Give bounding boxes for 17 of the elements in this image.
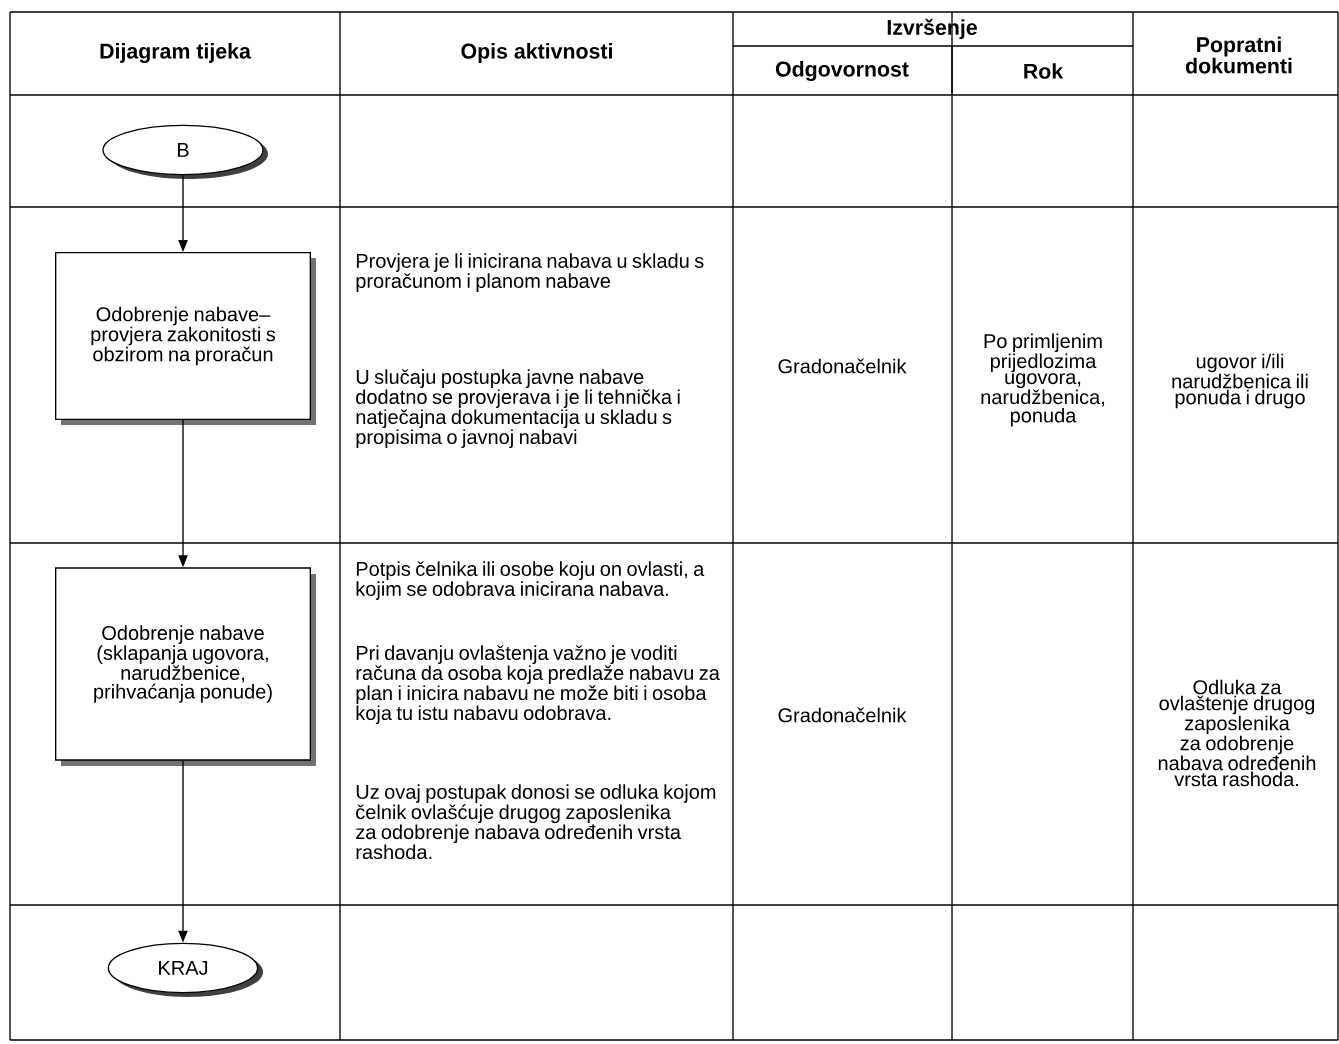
column-header: Odgovornost — [775, 61, 909, 81]
process-box: Odobrenje nabave–provjera zakonitosti s obzirom na proračun — [55, 252, 316, 425]
column-header: Rok — [1024, 63, 1064, 79]
table-text: Gradonačelnik — [778, 358, 907, 374]
process-box: Odobrenje nabave (sklapanja ugovora, narudžbenice, prihvaćanja ponude) — [55, 567, 316, 766]
table-text: Potpis čelnika ili osobe koju on ovlasti, a kojim se odobrava inicirana nabava. — [356, 561, 705, 600]
table-text: Pri davanju ovlaštenja važno je voditi računa da osoba koja predlaže nabavu za plan i inicira nabavu ne može biti i osoba koja tu istu nabavu odobrava. — [356, 645, 720, 725]
table-text: Uz ovaj postupak donosi se odluka kojom čelnik ovlašćuje drugog zaposlenika za odobrenje nabava određenih vrsta rashoda. — [356, 784, 716, 860]
table-text: Odluka za ovlaštenje drugog zaposlenika za odobrenje nabava određenih vrsta rashoda. — [1158, 679, 1316, 787]
column-header: Opis aktivnosti — [461, 43, 612, 63]
column-header: Dijagram tijeka — [100, 43, 251, 63]
table-text: Po primljenim prijedlozima ugovora, narudžbenica, ponuda — [981, 333, 1104, 427]
table-text: Provjera je li inicirana nabava u skladu s proračunom i planom nabave — [356, 253, 704, 292]
table-text: Gradonačelnik — [778, 707, 907, 723]
column-header: Popratni dokumenti — [1185, 36, 1292, 74]
table-text: U slučaju postupka javne nabave dodatno se provjerava i je li tehnička i natječajna dokumentacija u skladu s propisima o javnoj nabavi — [356, 369, 680, 449]
table-text: ugovor i/ili narudžbenica ili ponuda i drugo — [1172, 353, 1308, 409]
